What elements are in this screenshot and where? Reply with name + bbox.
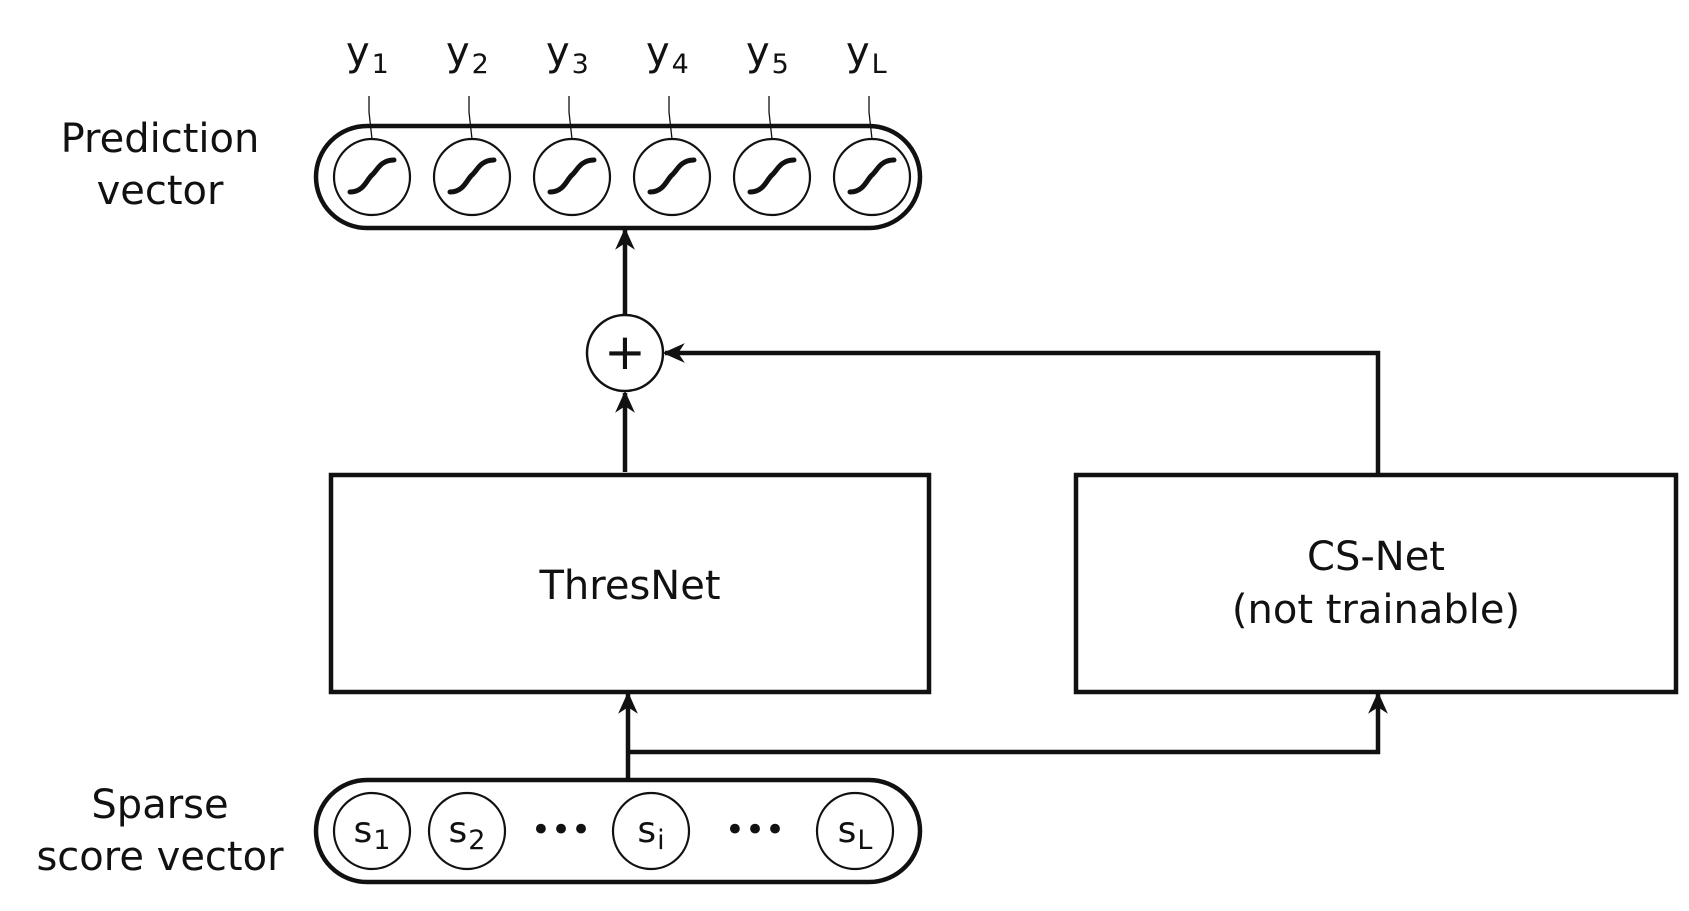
score-node <box>815 791 895 871</box>
output-label: yL <box>846 29 887 80</box>
output-label: y3 <box>546 29 589 80</box>
sigmoid-icon <box>347 157 397 195</box>
sigmoid-icon <box>547 157 597 195</box>
sparse-label-line1: Sparse <box>91 782 228 828</box>
output-label: y4 <box>646 29 689 80</box>
output-connectors <box>368 96 873 140</box>
score-label: s1 <box>354 810 391 856</box>
sigmoid-unit <box>532 137 612 217</box>
sigmoid-unit <box>432 137 512 217</box>
sparse-vector-capsule <box>313 777 923 885</box>
sparse-scores: s1 s2 ••• si ••• sL <box>332 791 895 871</box>
score-node <box>611 791 691 871</box>
csnet-label-line2: (not trainable) <box>1232 587 1520 633</box>
thresnet-box <box>328 472 932 695</box>
output-label: y1 <box>346 29 389 80</box>
sigmoid-icon <box>747 157 797 195</box>
sigmoid-unit <box>832 137 912 217</box>
score-node <box>332 791 412 871</box>
arrow-csnet-to-sum <box>662 343 1381 473</box>
csnet-box <box>1073 472 1679 695</box>
score-label: si <box>637 810 664 856</box>
sigmoid-icon <box>647 157 697 195</box>
sigmoid-icon <box>847 157 897 195</box>
prediction-vector-capsule <box>313 123 923 231</box>
csnet-label-line1: CS-Net <box>1307 534 1445 580</box>
ellipsis: ••• <box>725 810 785 850</box>
prediction-label-line1: Prediction <box>61 116 260 162</box>
sigmoid-unit <box>632 137 712 217</box>
sigmoid-icon <box>447 157 497 195</box>
ellipsis: ••• <box>531 810 591 850</box>
arrow-sparse-to-csnet <box>628 691 1388 755</box>
sparse-label-line2: score vector <box>36 834 284 880</box>
sigmoid-unit <box>732 137 812 217</box>
prediction-label-line2: vector <box>97 168 224 214</box>
score-node <box>427 791 507 871</box>
output-label: y5 <box>746 29 789 80</box>
score-label: sL <box>838 810 873 856</box>
sigmoid-unit <box>332 137 412 217</box>
sum-symbol: + <box>604 323 646 381</box>
prediction-units <box>332 137 912 217</box>
thresnet-label: ThresNet <box>538 563 720 609</box>
score-label: s2 <box>449 810 486 856</box>
output-label: y2 <box>446 29 489 80</box>
